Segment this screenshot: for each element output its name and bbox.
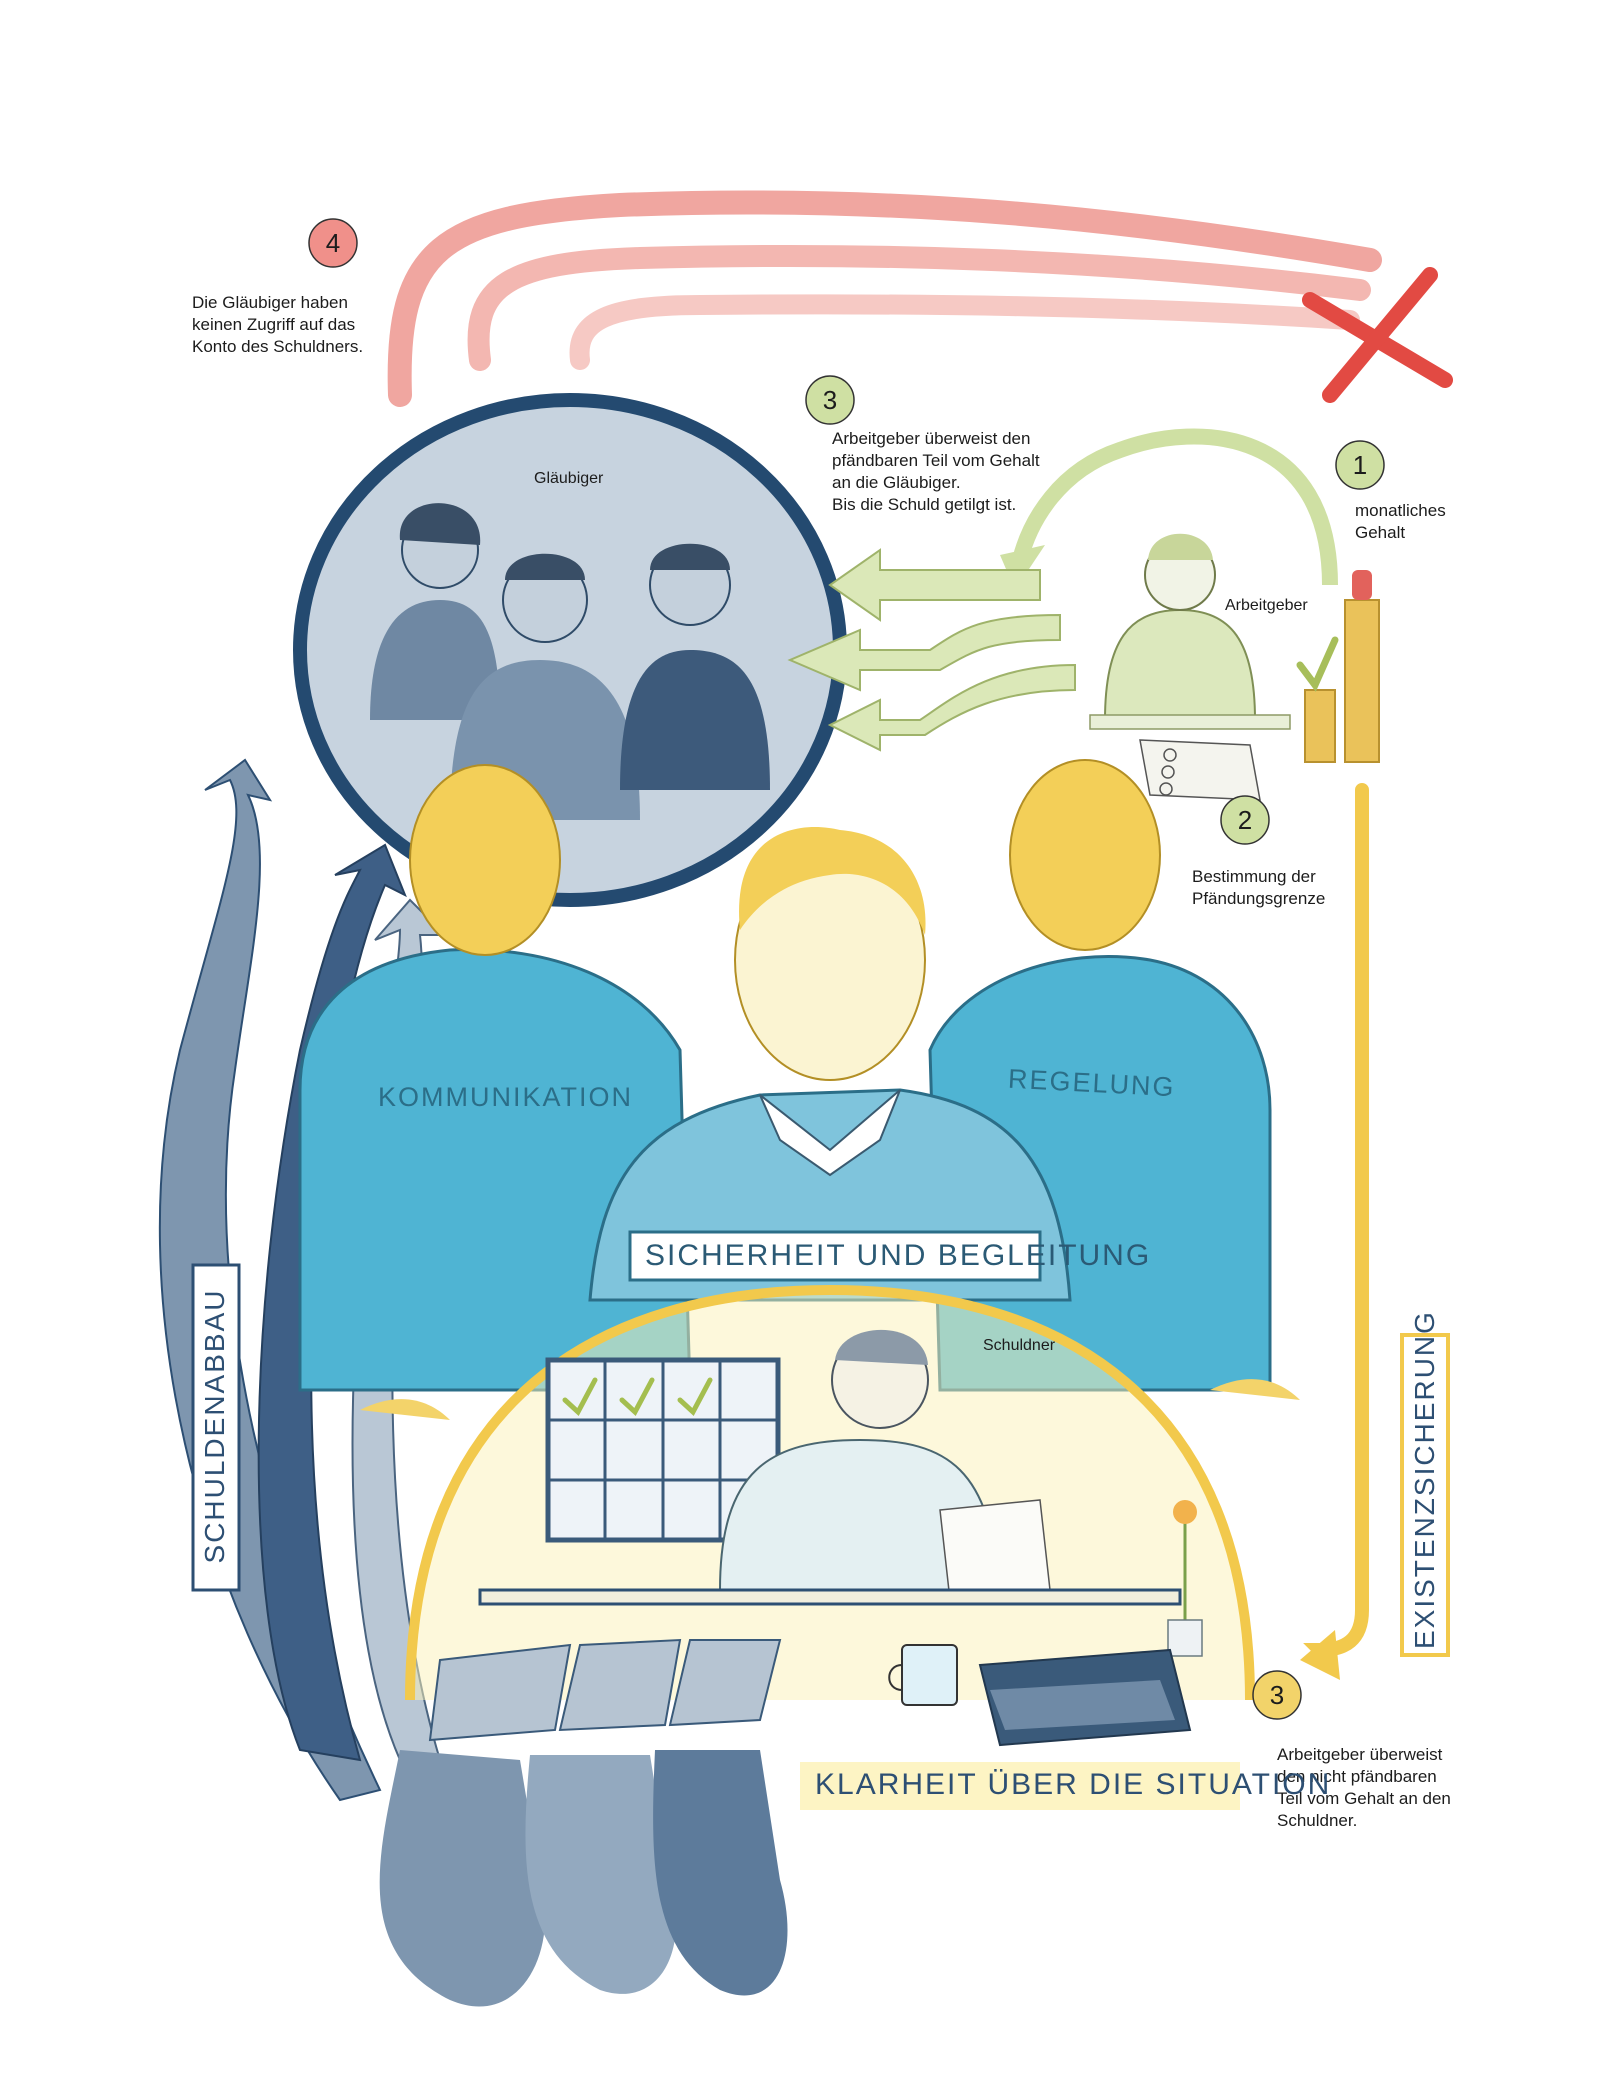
- badge-1: 1: [1340, 445, 1380, 485]
- yellow-arrow: [1300, 790, 1362, 1680]
- debt-documents: [380, 1640, 788, 2006]
- label-glaeubiger: Gläubiger: [534, 470, 603, 488]
- red-arrows: [400, 202, 1370, 395]
- badge-2: 2: [1225, 800, 1265, 840]
- step-3-creditors-text: Arbeitgeber überweist den pfändbaren Tei…: [832, 428, 1040, 516]
- step-2-text: Bestimmung der Pfändungsgrenze: [1192, 866, 1325, 910]
- badge-4: 4: [313, 223, 353, 263]
- banner-sicherheit: SICHERHEIT UND BEGLEITUNG: [645, 1239, 1151, 1273]
- banner-existenzsicherung: EXISTENZSICHERUNG: [1409, 1339, 1441, 1649]
- coin-stacks: [1300, 570, 1379, 762]
- banner-klarheit: KLARHEIT ÜBER DIE SITUATION: [815, 1768, 1331, 1802]
- banner-schuldenabbau: SCHULDENABBAU: [199, 1271, 231, 1581]
- badge-3-bottom: 3: [1257, 1675, 1297, 1715]
- document-checklist: [1140, 740, 1260, 800]
- folders-icon: [980, 1650, 1190, 1745]
- label-arbeitgeber: Arbeitgeber: [1225, 597, 1308, 615]
- label-schuldner: Schuldner: [983, 1337, 1055, 1355]
- step-4-text: Die Gläubiger haben keinen Zugriff auf d…: [192, 292, 363, 358]
- employer-figure: [1090, 534, 1290, 729]
- desk: [480, 1590, 1180, 1604]
- badge-3-top: 3: [810, 380, 850, 420]
- label-kommunikation: KOMMUNIKATION: [378, 1082, 633, 1113]
- step-1-text: monatliches Gehalt: [1355, 500, 1446, 544]
